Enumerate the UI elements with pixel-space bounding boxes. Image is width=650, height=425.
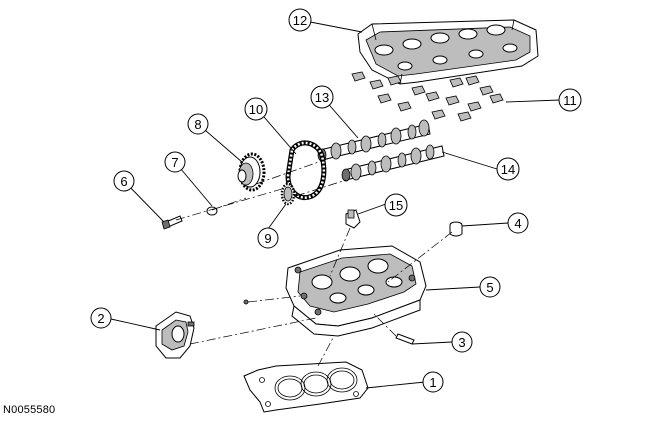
callout-15: 15 (384, 193, 408, 217)
phaser-bolt-drawing (161, 215, 183, 230)
svg-text:11: 11 (563, 93, 577, 108)
callout-10: 10 (244, 97, 268, 121)
figure-id: N0055580 (3, 404, 56, 416)
callout-8: 8 (187, 113, 209, 135)
spark-plug-tube-drawing (449, 221, 463, 237)
svg-text:5: 5 (486, 280, 493, 295)
svg-text:1: 1 (429, 375, 436, 390)
callouts: 1 2 3 4 5 6 7 8 (90, 8, 582, 393)
svg-text:13: 13 (315, 90, 329, 105)
callout-2: 2 (90, 307, 112, 329)
intake-camshaft-drawing (317, 119, 431, 162)
camshaft-sprocket-drawing (280, 182, 296, 206)
leader-lines (110, 20, 561, 389)
callout-6: 6 (113, 170, 135, 192)
roller-followers-drawing (351, 71, 504, 122)
svg-text:10: 10 (249, 102, 263, 117)
svg-text:2: 2 (97, 311, 104, 326)
callout-7: 7 (164, 151, 186, 173)
head-gasket-drawing (243, 361, 369, 413)
valve-cover-drawing (357, 19, 539, 85)
callout-14: 14 (496, 157, 520, 181)
callout-1: 1 (422, 371, 444, 393)
svg-text:12: 12 (293, 13, 307, 28)
vct-solenoid-drawing (155, 311, 195, 359)
svg-text:15: 15 (389, 198, 403, 213)
svg-text:9: 9 (264, 231, 271, 246)
assembly-lines (175, 157, 453, 367)
phaser-sprocket-drawing (237, 152, 266, 192)
svg-text:3: 3 (458, 335, 465, 350)
callout-11: 11 (558, 88, 582, 112)
callout-5: 5 (479, 276, 501, 298)
head-bolt-drawing (395, 333, 415, 345)
svg-text:7: 7 (171, 155, 178, 170)
svg-text:8: 8 (194, 117, 201, 132)
svg-text:6: 6 (120, 174, 127, 189)
callout-9: 9 (257, 227, 279, 249)
cylinder-head-drawing (243, 245, 427, 337)
sensor-bracket-drawing (345, 209, 361, 229)
svg-text:4: 4 (514, 216, 521, 231)
exhaust-camshaft-drawing (341, 144, 445, 182)
callout-3: 3 (451, 331, 473, 353)
callout-13: 13 (310, 85, 334, 109)
svg-text:14: 14 (501, 162, 515, 177)
callout-12: 12 (288, 8, 312, 32)
callout-4: 4 (507, 212, 529, 234)
